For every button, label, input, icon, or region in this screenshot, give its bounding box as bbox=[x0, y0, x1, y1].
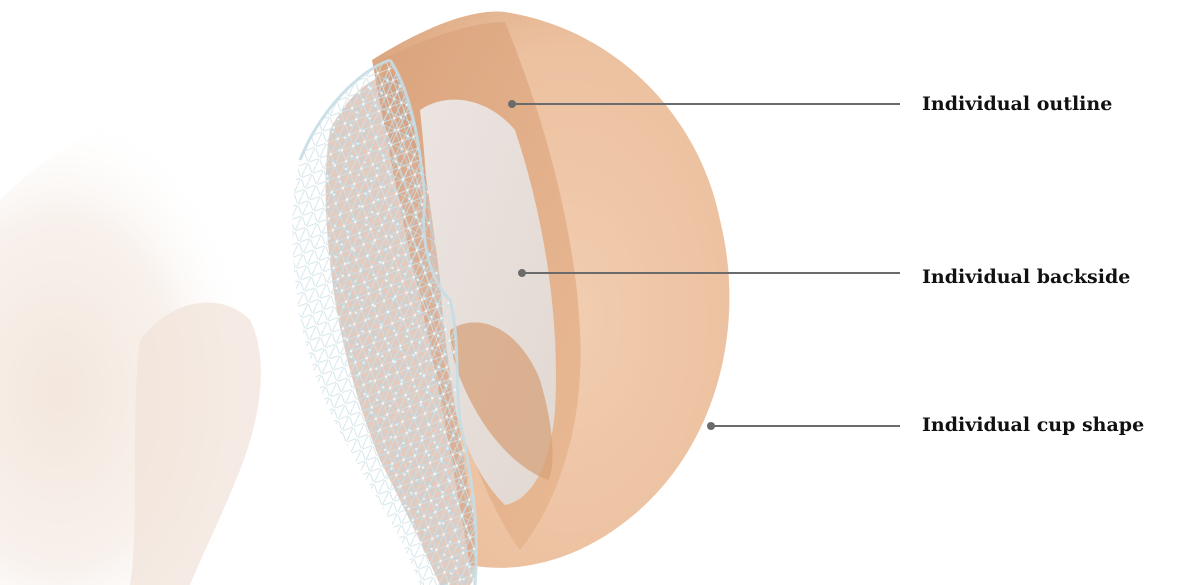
callout-leader-line bbox=[713, 425, 900, 427]
callout-leader-line bbox=[524, 272, 900, 274]
callout-backside bbox=[518, 263, 900, 283]
label-individual-backside: Individual backside bbox=[922, 265, 1130, 289]
callout-outline bbox=[508, 94, 900, 114]
callout-cup-shape bbox=[707, 416, 900, 436]
callout-leader-line bbox=[514, 103, 900, 105]
label-individual-cup-shape: Individual cup shape bbox=[922, 413, 1144, 437]
label-individual-outline: Individual outline bbox=[922, 92, 1112, 116]
